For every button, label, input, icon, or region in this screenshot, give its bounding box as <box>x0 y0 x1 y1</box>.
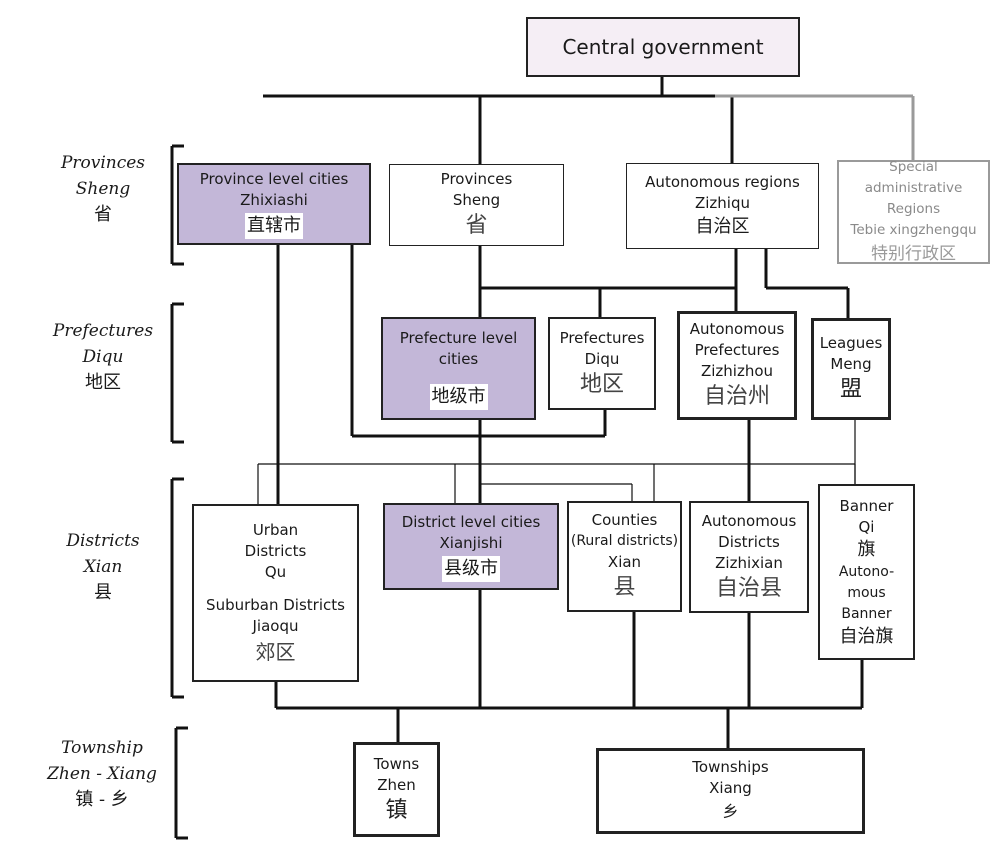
leagues-box: Leagues Meng 盟 <box>811 318 891 420</box>
level-label-provinces: Provinces Sheng 省 <box>40 150 166 228</box>
auto-districts-en-2: Districts <box>718 532 780 551</box>
leagues-en: Leagues <box>819 334 883 352</box>
provinces-pinyin: Sheng <box>452 191 501 209</box>
auto-prefectures-pinyin: Zizhizhou <box>700 362 774 380</box>
district-level-cities-box: District level cities Xianjishi 县级市 <box>383 503 559 590</box>
banner-zh: 旗 <box>857 538 876 560</box>
level-township-zh: 镇 - 乡 <box>75 789 129 810</box>
prefecture-cities-zh: 地级市 <box>429 383 488 410</box>
autonomous-regions-en: Autonomous regions <box>645 173 800 191</box>
prefecture-level-cities-box: Prefecture level cities 地级市 <box>381 317 536 420</box>
auto-districts-pinyin: Zizhixian <box>715 553 783 572</box>
district-cities-pinyin: Xianjishi <box>439 533 503 552</box>
leagues-zh: 盟 <box>839 377 862 402</box>
central-government-label: Central government <box>562 34 764 59</box>
auto-banner-zh: 自治旗 <box>839 625 894 647</box>
towns-zh: 镇 <box>385 797 408 823</box>
district-cities-zh: 县级市 <box>442 555 500 582</box>
level-districts-zh: 县 <box>94 582 112 603</box>
special-zh: 特别行政区 <box>871 244 956 264</box>
level-prefectures-en: Prefectures <box>52 321 154 341</box>
district-cities-en: District level cities <box>401 512 541 531</box>
suburban-pinyin: Jiaoqu <box>252 616 299 635</box>
townships-en: Townships <box>692 758 769 776</box>
towns-en: Towns <box>373 754 420 773</box>
counties-zh: 县 <box>613 575 636 600</box>
autonomous-prefectures-box: Autonomous Prefectures Zizhizhou 自治州 <box>677 311 797 420</box>
autonomous-regions-box: Autonomous regions Zizhiqu 自治区 <box>626 163 819 249</box>
level-provinces-pinyin: Sheng <box>75 179 131 199</box>
level-prefectures-pinyin: Diqu <box>82 347 124 367</box>
central-government-box: Central government <box>526 17 800 77</box>
special-pinyin: Tebie xingzhengqu <box>850 222 977 238</box>
level-provinces-zh: 省 <box>94 204 112 225</box>
level-provinces-en: Provinces <box>60 153 146 173</box>
leagues-pinyin: Meng <box>830 355 872 373</box>
level-label-districts: Districts Xian 县 <box>40 528 166 606</box>
autonomous-regions-zh: 自治区 <box>695 216 750 237</box>
provinces-box: Provinces Sheng 省 <box>389 164 564 246</box>
level-label-township: Township Zhen - Xiang 镇 - 乡 <box>36 735 168 813</box>
banner-en: Banner <box>839 496 894 515</box>
counties-en: Counties <box>591 511 658 529</box>
level-districts-pinyin: Xian <box>83 557 123 577</box>
level-prefectures-zh: 地区 <box>85 372 121 393</box>
level-township-en: Township <box>61 738 143 758</box>
province-level-cities-box: Province level cities Zhixiashi 直辖市 <box>177 163 371 245</box>
prefectures-box: Prefectures Diqu 地区 <box>548 317 656 410</box>
level-districts-en: Districts <box>66 531 140 551</box>
counties-box: Counties (Rural districts) Xian 县 <box>567 501 682 612</box>
counties-en-2: (Rural districts) <box>570 533 679 549</box>
auto-prefectures-en-2: Prefectures <box>694 341 780 359</box>
special-en-2: Regions <box>886 201 941 217</box>
urban-pinyin: Qu <box>264 562 287 581</box>
auto-districts-zh: 自治县 <box>715 575 782 601</box>
prefectures-zh: 地区 <box>579 371 624 397</box>
prefectures-en: Prefectures <box>559 328 645 347</box>
townships-pinyin: Xiang <box>709 779 752 797</box>
auto-banner-en-1: Autono- <box>838 563 895 580</box>
level-township-pinyin: Zhen - Xiang <box>47 764 157 784</box>
autonomous-regions-pinyin: Zizhiqu <box>694 194 751 212</box>
auto-districts-en-1: Autonomous <box>701 511 797 530</box>
townships-zh: 乡 <box>722 802 739 821</box>
special-en-1: Special administrative <box>864 159 963 196</box>
auto-banner-en-3: Banner <box>841 605 892 622</box>
prefectures-pinyin: Diqu <box>584 349 620 368</box>
towns-box: Towns Zhen 镇 <box>353 742 440 837</box>
level-label-prefectures: Prefectures Diqu 地区 <box>40 318 166 396</box>
suburban-en: Suburban Districts <box>206 595 345 614</box>
banner-box: Banner Qi 旗 Autono- mous Banner 自治旗 <box>818 484 915 660</box>
province-cities-pinyin: Zhixiashi <box>240 191 308 209</box>
suburban-zh: 郊区 <box>255 639 296 664</box>
provinces-en: Provinces <box>440 170 513 188</box>
prefecture-cities-en-1: Prefecture level <box>399 328 518 347</box>
prefecture-cities-en-2: cities <box>438 349 479 368</box>
towns-pinyin: Zhen <box>377 775 416 794</box>
special-admin-regions-box: Special administrative Regions Tebie xin… <box>837 159 990 264</box>
province-cities-zh: 直辖市 <box>245 213 303 239</box>
banner-pinyin: Qi <box>858 517 875 536</box>
auto-prefectures-en-1: Autonomous <box>689 320 785 338</box>
provinces-zh: 省 <box>465 213 488 238</box>
urban-en-2: Districts <box>244 541 307 560</box>
counties-pinyin: Xian <box>607 553 642 571</box>
province-cities-en: Province level cities <box>199 170 349 188</box>
townships-box: Townships Xiang 乡 <box>596 748 865 834</box>
urban-en: Urban <box>252 520 299 539</box>
urban-districts-box: Urban Districts Qu Suburban Districts Ji… <box>192 504 359 682</box>
auto-prefectures-zh: 自治州 <box>703 384 770 409</box>
autonomous-districts-box: Autonomous Districts Zizhixian 自治县 <box>689 501 809 613</box>
auto-banner-en-2: mous <box>847 584 886 601</box>
